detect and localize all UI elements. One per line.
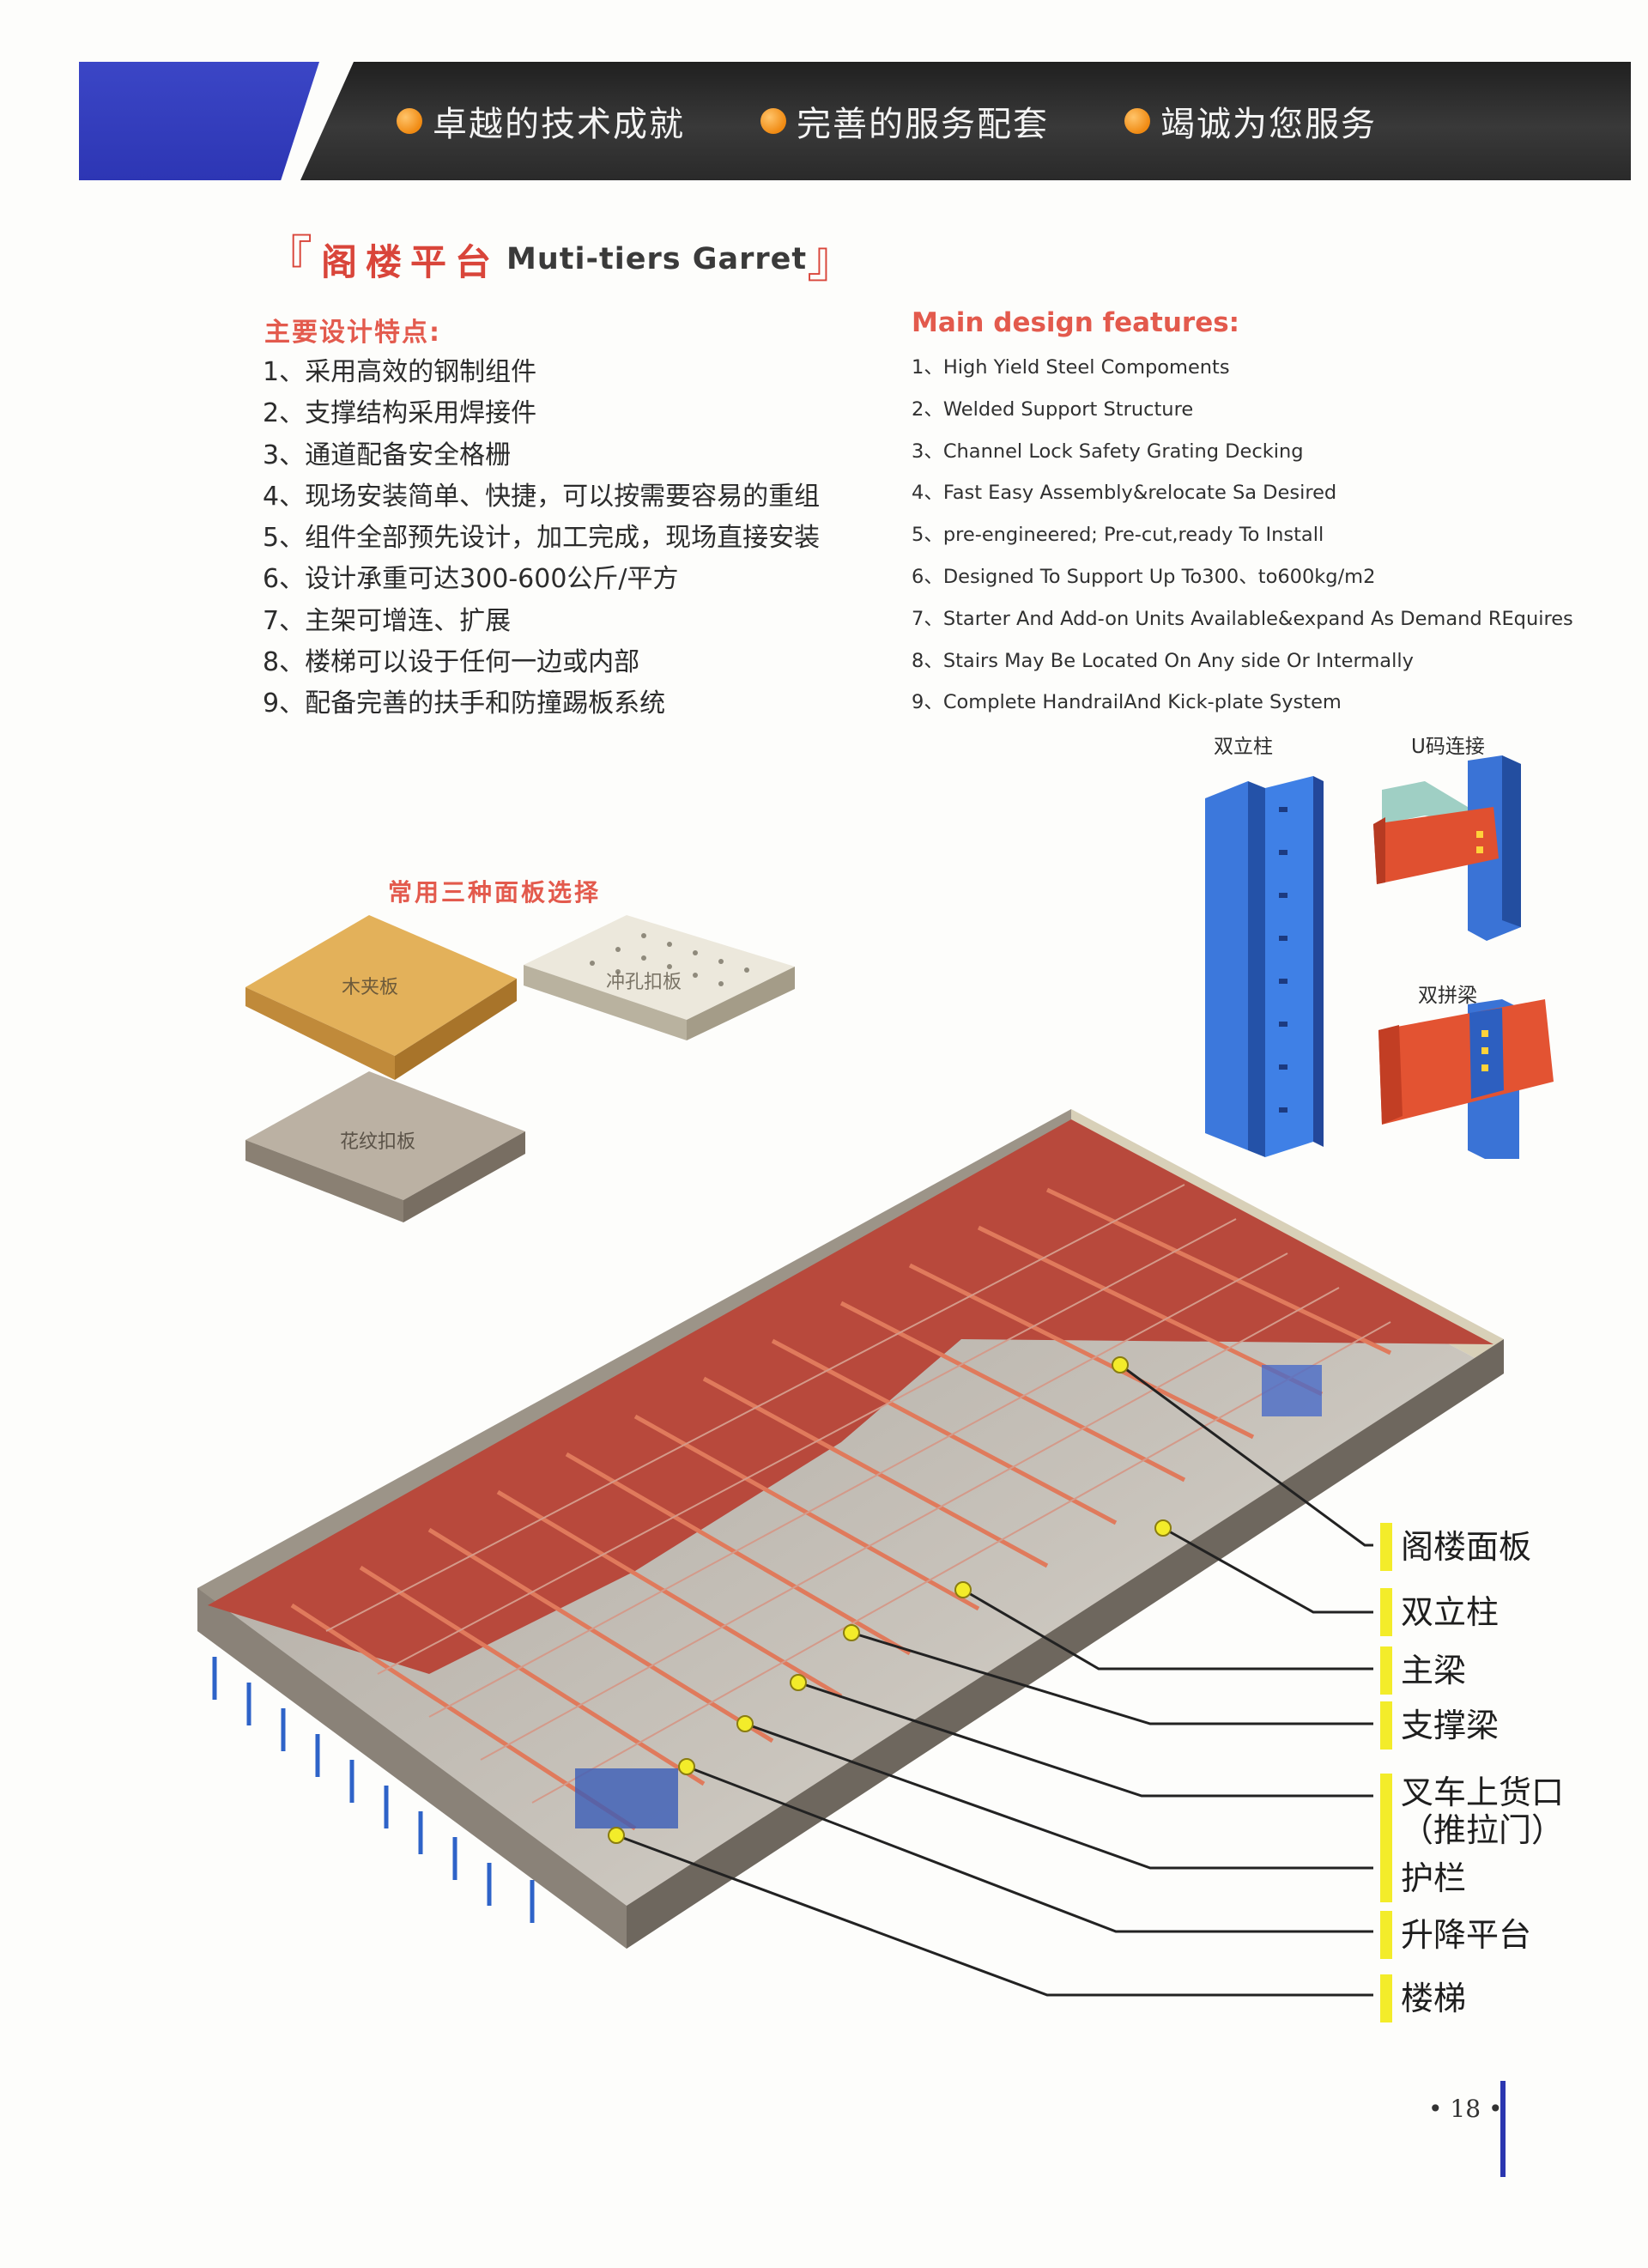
orange-dot-icon [760,108,786,134]
punched-panel-icon [524,915,795,1020]
list-item: 6、设计承重可达300-600公斤/平方 [263,564,679,595]
features-en-heading: Main design features: [912,307,1240,338]
list-item: 8、Stairs May Be Located On Any side Or I… [912,649,1414,672]
list-item: 3、通道配备安全格栅 [263,440,512,470]
patterned-panel-label: 花纹扣板 [340,1131,416,1153]
list-item: 2、支撑结构采用焊接件 [263,398,537,429]
callout-stairs: 楼梯 [1380,1974,1466,2022]
list-item: 9、配备完善的扶手和防撞踢板系统 [263,688,666,719]
title-close-bracket: 』 [807,230,857,288]
list-item: 7、主架可增连、扩展 [263,605,512,636]
top-banner: 卓越的技术成就 完善的服务配套 竭诚为您服务 [79,62,1631,180]
punched-panel-label: 冲孔扣板 [606,972,682,993]
double-beam-label: 双拼梁 [1418,985,1477,1007]
banner-dark-block [300,62,1631,180]
callout-guardrail: 护栏 [1380,1854,1466,1902]
callout-deck-panel: 阁楼面板 [1380,1523,1531,1571]
double-beam-illustration [1378,999,1554,1159]
list-item: 5、pre-engineered; Pre-cut,ready To Insta… [912,524,1324,547]
list-item: 8、楼梯可以设于任何一边或内部 [263,647,640,678]
features-cn-list: 1、采用高效的钢制组件 2、支撑结构采用焊接件 3、通道配备安全格栅 4、现场安… [263,352,820,725]
list-item: 7、Starter And Add-on Units Available&exp… [912,607,1573,630]
page-number: • 18 • [1428,2095,1503,2123]
banner-tag: 卓越的技术成就 [397,96,685,146]
wood-panel-icon [245,915,517,1056]
u-connector-label: U码连接 [1411,736,1485,758]
list-item: 5、组件全部预先设计，加工完成，现场直接安装 [263,523,821,554]
wood-panel-label: 木夹板 [342,977,399,998]
title-chinese: 阁楼平台 [321,240,500,283]
page-title: 『 阁楼平台 Muti-tiers Garret 』 [263,232,857,287]
list-item: 3、Channel Lock Safety Grating Decking [912,440,1304,463]
panel-options-title: 常用三种面板选择 [388,878,602,907]
title-open-bracket: 『 [263,230,313,288]
features-cn-heading: 主要设计特点: [264,318,441,348]
page-number-rule [1500,2081,1506,2177]
banner-tag: 完善的服务配套 [760,96,1049,146]
list-item: 4、Fast Easy Assembly&relocate Sa Desired [912,482,1337,505]
orange-dot-icon [1124,108,1150,134]
orange-dot-icon [397,108,422,134]
callout-double-column: 双立柱 [1380,1588,1499,1636]
list-item: 6、Designed To Support Up To300、to600kg/m… [912,565,1376,588]
features-en-list: 1、High Yield Steel Compoments 2、Welded S… [912,350,1573,727]
list-item: 2、Welded Support Structure [912,397,1194,421]
list-item: 9、Complete HandrailAnd Kick-plate System [912,691,1342,714]
callout-main-beam: 主梁 [1380,1646,1466,1695]
list-item: 1、High Yield Steel Compoments [912,356,1230,379]
double-column-illustration [1205,776,1324,1157]
u-connector-illustration [1373,755,1521,941]
callout-lift-platform: 升降平台 [1380,1911,1531,1959]
patterned-panel-icon [245,1071,525,1200]
callout-support-beam: 支撑梁 [1380,1701,1499,1750]
callout-forklift-gate: 叉车上货口 （推拉门） [1380,1774,1564,1856]
panel-illustrations [245,915,795,1222]
title-english: Muti-tiers Garret [506,242,808,276]
banner-blue-block [79,62,319,180]
banner-tags: 卓越的技术成就 完善的服务配套 竭诚为您服务 [397,62,1377,180]
list-item: 4、现场安装简单、快捷，可以按需要容易的重组 [263,481,821,512]
list-item: 1、采用高效的钢制组件 [263,357,537,387]
double-column-label: 双立柱 [1214,736,1273,758]
banner-tag: 竭诚为您服务 [1124,96,1377,146]
